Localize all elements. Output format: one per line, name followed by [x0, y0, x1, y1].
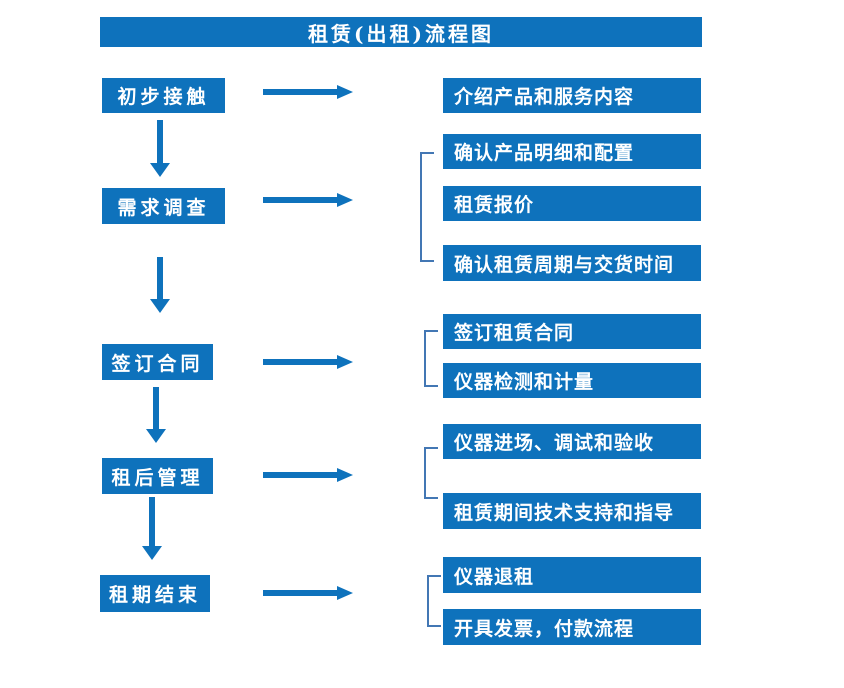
- detail-box-confirm-product-details: 确认产品明细和配置: [443, 134, 701, 169]
- bracket-group-5: [427, 575, 441, 627]
- down-arrow-stem: [157, 120, 163, 164]
- step-box-post-rental-management: 租后管理: [102, 458, 213, 494]
- right-arrow-head-icon: [337, 468, 353, 482]
- detail-box-confirm-rental-period: 确认租赁周期与交货时间: [443, 245, 701, 281]
- step-box-requirement-survey: 需求调查: [102, 188, 225, 224]
- right-arrow-5: [263, 586, 353, 600]
- detail-box-introduce-products: 介绍产品和服务内容: [443, 78, 701, 113]
- bracket-group-3: [424, 330, 438, 387]
- right-arrow-1: [263, 85, 353, 99]
- title-bar: 租赁(出租)流程图: [100, 17, 702, 47]
- down-arrow-stem: [153, 387, 159, 430]
- down-arrow-1: [150, 120, 170, 177]
- detail-box-instrument-testing: 仪器检测和计量: [443, 363, 701, 398]
- detail-box-technical-support: 租赁期间技术支持和指导: [443, 493, 701, 529]
- page-title: 租赁(出租)流程图: [308, 21, 494, 46]
- step-box-rental-end: 租期结束: [100, 575, 210, 612]
- step-box-sign-contract: 签订合同: [102, 344, 213, 380]
- down-arrow-3: [146, 387, 166, 443]
- down-arrow-4: [142, 497, 162, 560]
- right-arrow-stem: [263, 89, 339, 95]
- detail-box-sign-rental-contract: 签订租赁合同: [443, 314, 701, 349]
- down-arrow-head-icon: [150, 163, 170, 177]
- right-arrow-stem: [263, 197, 339, 203]
- bracket-group-4: [424, 447, 438, 499]
- detail-box-invoice-payment: 开具发票，付款流程: [443, 609, 701, 645]
- right-arrow-stem: [263, 472, 339, 478]
- detail-box-instrument-setup-acceptance: 仪器进场、调试和验收: [443, 424, 701, 459]
- right-arrow-head-icon: [337, 355, 353, 369]
- right-arrow-stem: [263, 590, 339, 596]
- right-arrow-stem: [263, 359, 339, 365]
- down-arrow-stem: [157, 257, 163, 300]
- right-arrow-4: [263, 468, 353, 482]
- right-arrow-head-icon: [337, 586, 353, 600]
- right-arrow-head-icon: [337, 85, 353, 99]
- down-arrow-2: [150, 257, 170, 313]
- right-arrow-head-icon: [337, 193, 353, 207]
- down-arrow-stem: [149, 497, 155, 547]
- down-arrow-head-icon: [150, 299, 170, 313]
- right-arrow-2: [263, 193, 353, 207]
- detail-box-instrument-return: 仪器退租: [443, 557, 701, 593]
- down-arrow-head-icon: [146, 429, 166, 443]
- down-arrow-head-icon: [142, 546, 162, 560]
- detail-box-rental-quotation: 租赁报价: [443, 186, 701, 221]
- right-arrow-3: [263, 355, 353, 369]
- bracket-group-2: [420, 152, 434, 262]
- step-box-initial-contact: 初步接触: [102, 78, 225, 113]
